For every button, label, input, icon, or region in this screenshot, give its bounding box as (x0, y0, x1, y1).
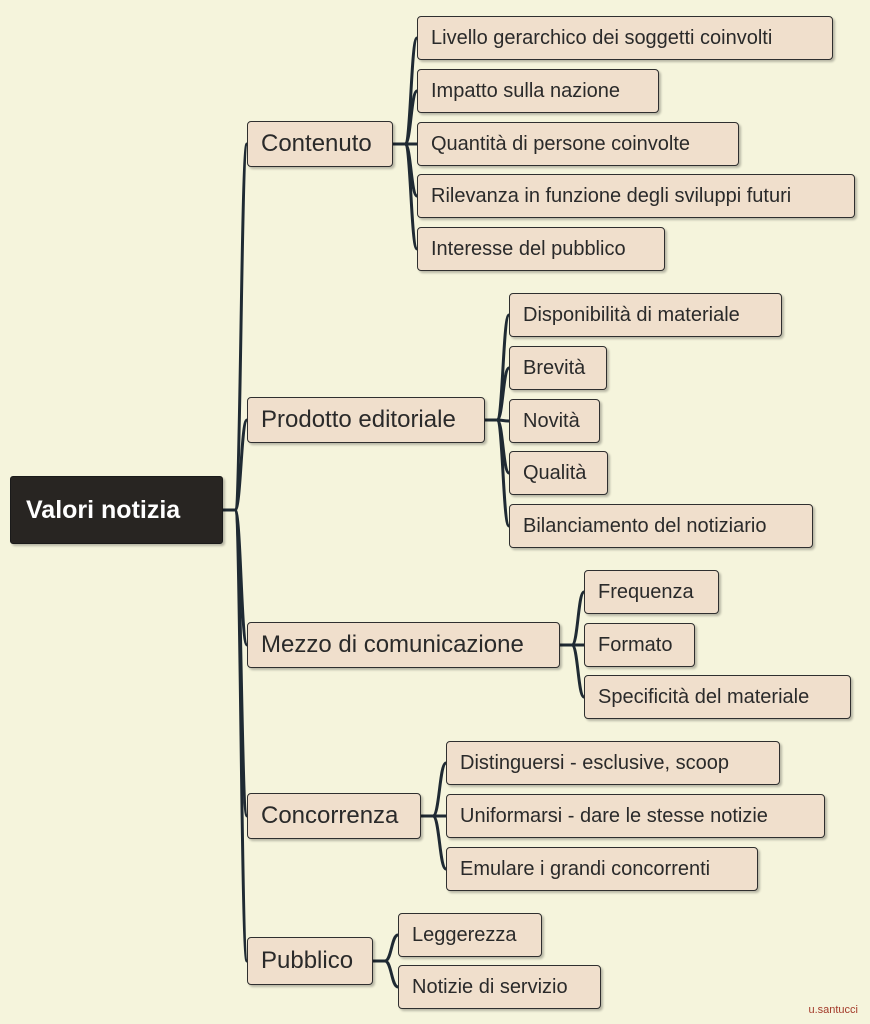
leaf-leggerezza: Leggerezza (398, 913, 542, 957)
connector-line (483, 366, 511, 422)
leaf-novita: Novità (509, 399, 600, 443)
connector-line (419, 814, 448, 871)
leaf-uniformarsi: Uniformarsi - dare le stesse notizie (446, 794, 825, 838)
author-credit: u.santucci (808, 1004, 858, 1016)
leaf-qualita: Qualità (509, 451, 608, 495)
branch-contenuto: Contenuto (247, 121, 393, 167)
leaf-formato: Formato (584, 623, 695, 667)
leaf-distinguersi: Distinguersi - esclusive, scoop (446, 741, 780, 785)
leaf-rilevanza-sviluppi: Rilevanza in funzione degli sviluppi fut… (417, 174, 855, 218)
connector-line (371, 959, 400, 989)
connector-line (391, 36, 419, 146)
leaf-quantita-persone: Quantità di persone coinvolte (417, 122, 739, 166)
leaf-frequenza: Frequenza (584, 570, 719, 614)
branch-mezzo-comunicazione: Mezzo di comunicazione (247, 622, 560, 668)
connector-line (221, 508, 249, 818)
connector-line (483, 418, 511, 528)
leaf-brevita: Brevità (509, 346, 607, 390)
connector-line (483, 418, 511, 475)
connector-line (371, 933, 400, 963)
connector-line (221, 508, 249, 647)
connector-line (391, 142, 419, 198)
leaf-bilanciamento-notiziario: Bilanciamento del notiziario (509, 504, 813, 548)
root-node: Valori notizia (10, 476, 223, 544)
leaf-emulare-concorrenti: Emulare i grandi concorrenti (446, 847, 758, 891)
leaf-specificita-materiale: Specificità del materiale (584, 675, 851, 719)
connector-line (221, 418, 249, 512)
connector-line (391, 142, 419, 251)
leaf-interesse-pubblico: Interesse del pubblico (417, 227, 665, 271)
connector-line (391, 89, 419, 146)
connector-line (483, 313, 511, 422)
connector-line (558, 643, 586, 699)
branch-pubblico: Pubblico (247, 937, 373, 985)
branch-concorrenza: Concorrenza (247, 793, 421, 839)
leaf-impatto-nazione: Impatto sulla nazione (417, 69, 659, 113)
connector-line (221, 508, 249, 963)
leaf-disponibilita-materiale: Disponibilità di materiale (509, 293, 782, 337)
branch-prodotto-editoriale: Prodotto editoriale (247, 397, 485, 443)
connector-line (221, 142, 249, 512)
connector-line (558, 590, 586, 647)
leaf-notizie-servizio: Notizie di servizio (398, 965, 601, 1009)
leaf-livello-gerarchico: Livello gerarchico dei soggetti coinvolt… (417, 16, 833, 60)
connector-line (419, 761, 448, 818)
